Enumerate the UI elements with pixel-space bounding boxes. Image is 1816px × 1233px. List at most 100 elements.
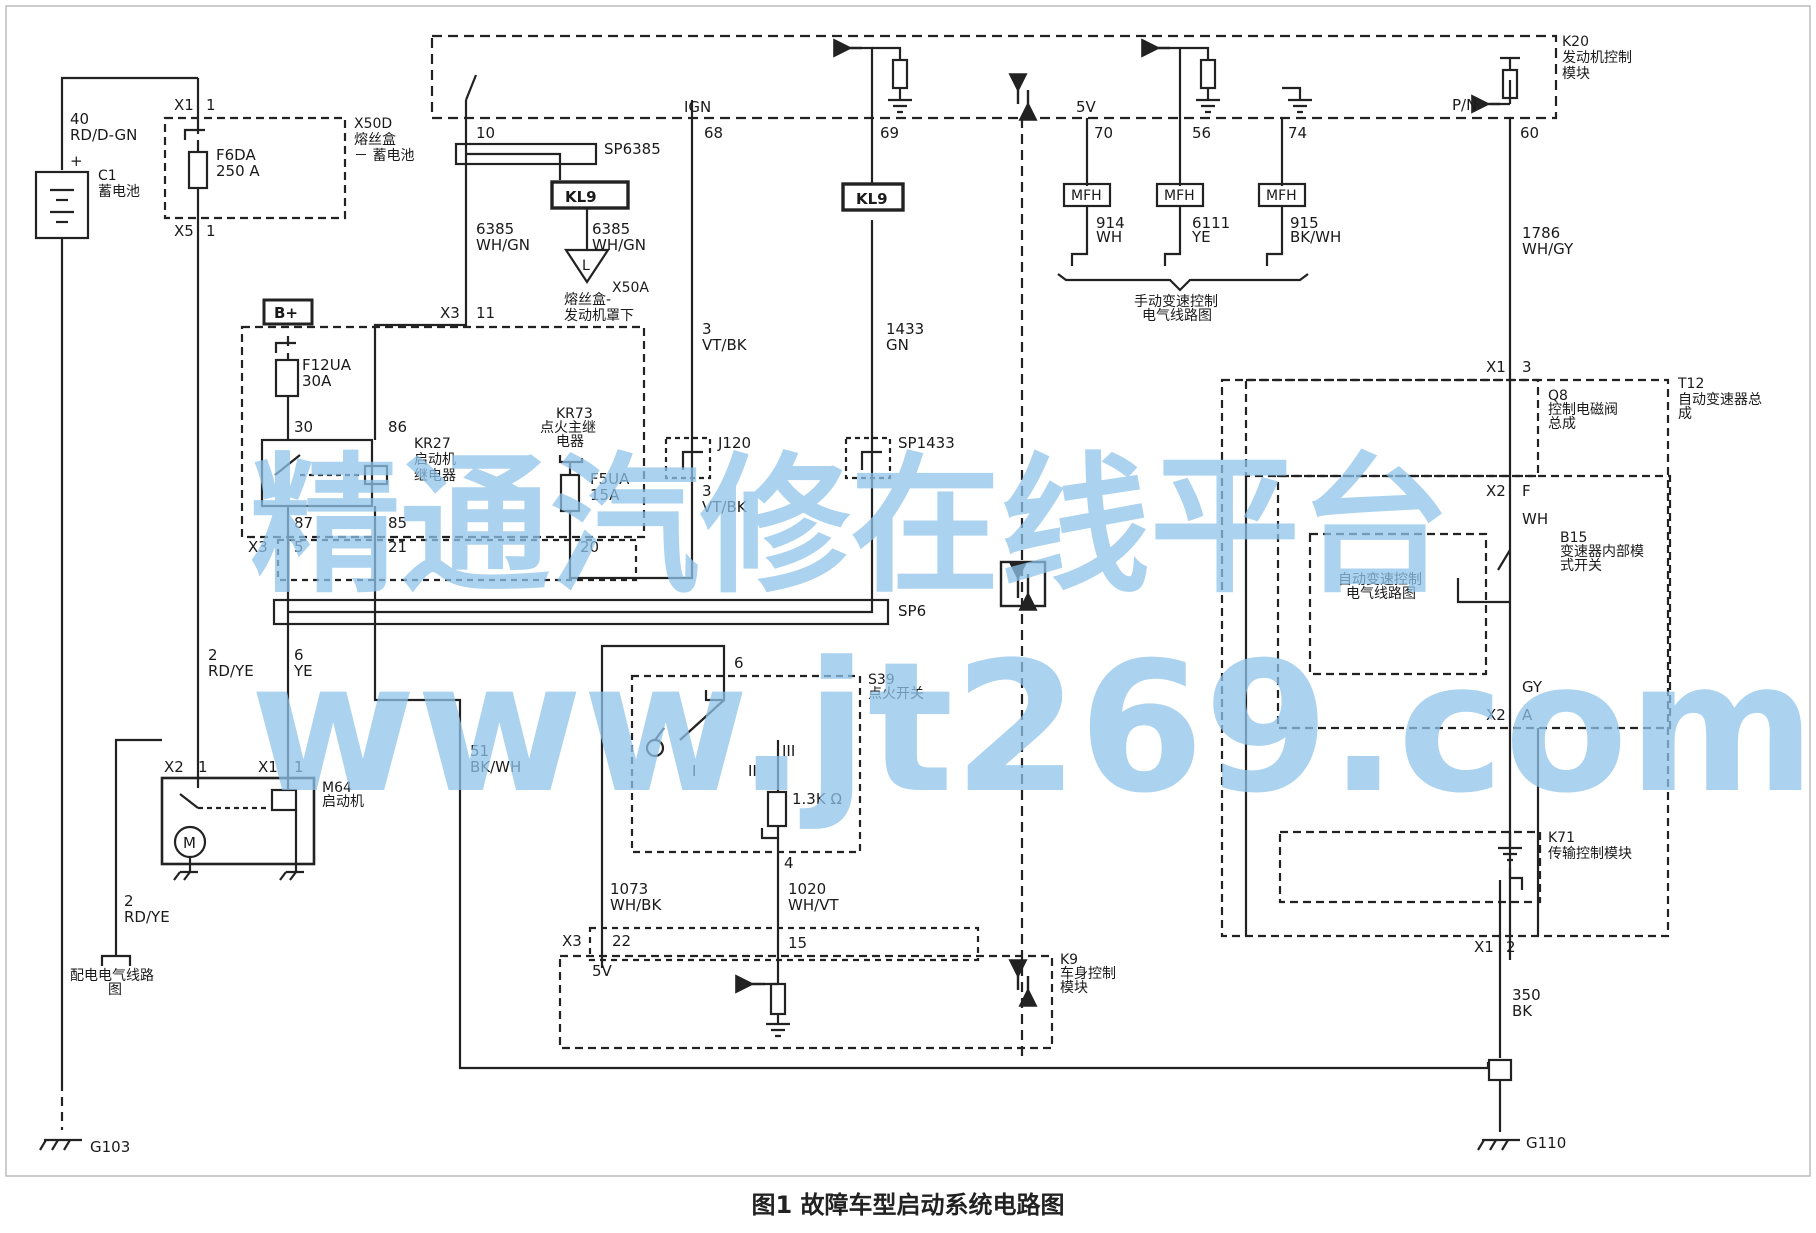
wire-1433-color: GN <box>886 336 909 354</box>
pin-22: 22 <box>612 932 631 950</box>
q8-desc1: 控制电磁阀 <box>1548 402 1618 418</box>
x3b-pin21: 21 <box>388 538 407 556</box>
kr27-label: KR27 <box>414 436 451 452</box>
label-layer: 40 RD/D-GN + C1 蓄电池 X1 1 F6DA 250 A X50D… <box>70 34 1762 1156</box>
b15-label: B15 <box>1560 530 1587 546</box>
wire-3b-color: VT/BK <box>702 498 748 516</box>
wire-6385b-num: 6385 <box>592 220 630 238</box>
x5-label: X5 <box>174 222 194 240</box>
x1a-pin: 1 <box>206 96 216 114</box>
x3a-pin: 11 <box>476 304 495 322</box>
wire-6-color: YE <box>293 662 313 680</box>
f5ua-label: F5UA <box>590 470 630 488</box>
x1b-label: X1 <box>1486 358 1506 376</box>
f12ua-label: F12UA <box>302 356 352 374</box>
mfh3-label: MFH <box>1266 188 1297 204</box>
k71-label: K71 <box>1548 830 1575 846</box>
wire-6111-num: 6111 <box>1192 214 1230 232</box>
wire-3a-color: VT/BK <box>702 336 748 354</box>
pos-ii: II <box>748 762 757 780</box>
pin-69: 69 <box>880 124 899 142</box>
x50d-desc1: 熔丝盒 <box>354 131 396 148</box>
wire-6111-color: YE <box>1191 228 1211 246</box>
m64-label: M64 <box>322 780 352 796</box>
g103-label: G103 <box>90 1138 130 1156</box>
wire-914-num: 914 <box>1096 214 1125 232</box>
wire-1073-color: WH/BK <box>610 896 662 914</box>
manual-desc1: 手动变速控制 <box>1134 294 1218 310</box>
auto-desc2: 电气线路图 <box>1346 586 1416 602</box>
pin-74: 74 <box>1288 124 1307 142</box>
x2b-label: X2 <box>1486 706 1506 724</box>
kr73-desc1: 点火主继 <box>540 420 596 436</box>
c1-label: C1 <box>98 168 117 184</box>
sp6-label: SP6 <box>898 602 926 620</box>
wire-51-num: 51 <box>470 742 489 760</box>
wire-6385a-color: WH/GN <box>476 236 530 254</box>
pin-56: 56 <box>1192 124 1211 142</box>
x1d-label: X1 <box>258 758 278 776</box>
arrow-layer <box>735 38 1500 1007</box>
x1c-label: X1 <box>1474 938 1494 956</box>
x50a-desc2: 发动机罩下 <box>564 308 634 324</box>
q8-label: Q8 <box>1548 388 1568 404</box>
wire-915-color: BK/WH <box>1290 228 1341 246</box>
figure-caption: 图1 故障车型启动系统电路图 <box>751 1191 1064 1219</box>
kr73-label: KR73 <box>556 406 593 422</box>
plus-sign: + <box>70 152 83 170</box>
wire-1020-num: 1020 <box>788 880 826 898</box>
b15-desc1: 变速器内部模 <box>1560 544 1644 560</box>
pin-85: 85 <box>388 514 407 532</box>
manual-desc2: 电气线路图 <box>1142 308 1212 324</box>
wire-40-color: RD/D-GN <box>70 126 137 144</box>
pin-68: 68 <box>704 124 723 142</box>
motor-m: M <box>183 834 196 852</box>
x50a-label: X50A <box>612 280 649 296</box>
q8-desc2: 总成 <box>1548 416 1576 432</box>
k20-desc1: 发动机控制 <box>1562 50 1632 66</box>
watermark-line1: 精通汽修在线平台 <box>250 440 1450 614</box>
x3b-label: X3 <box>248 538 268 556</box>
kl9a-label: KL9 <box>565 188 597 206</box>
bplus-label: B+ <box>274 304 298 322</box>
l-label: L <box>582 258 590 274</box>
wire-3a-num: 3 <box>702 320 712 338</box>
kr27-desc2: 继电器 <box>414 468 456 484</box>
pos-iii: III <box>782 742 795 760</box>
f6da-amp: 250 A <box>216 162 260 180</box>
x2b-pin: A <box>1522 706 1533 724</box>
pin-6: 6 <box>734 654 744 672</box>
wire-350-num: 350 <box>1512 986 1541 1004</box>
s39-label: S39 <box>868 672 895 688</box>
t12-desc2: 成 <box>1678 406 1692 422</box>
kr73-desc2: 电器 <box>556 434 584 450</box>
wh-label: WH <box>1522 510 1548 528</box>
wire-layer <box>5 5 1811 1177</box>
pos-i: I <box>692 762 696 780</box>
x2c-label: X2 <box>164 758 184 776</box>
k20-label: K20 <box>1562 34 1589 50</box>
ign-label: IGN <box>684 98 711 116</box>
pin-4: 4 <box>784 854 794 872</box>
x1a-label: X1 <box>174 96 194 114</box>
pin-30: 30 <box>294 418 313 436</box>
watermark-line2: www.jt269.com <box>250 624 1816 833</box>
dist-desc2: 图 <box>108 982 122 998</box>
wire-350-color: BK <box>1512 1002 1533 1020</box>
x5-pin: 1 <box>206 222 216 240</box>
wire-914-color: WH <box>1096 228 1122 246</box>
pin-87: 87 <box>294 514 313 532</box>
f12ua-amp: 30A <box>302 372 332 390</box>
x3a-label: X3 <box>440 304 460 322</box>
dist-desc1: 配电电气线路 <box>70 968 154 984</box>
pin-70: 70 <box>1094 124 1113 142</box>
x1c-pin: 2 <box>1506 938 1516 956</box>
wire-6385b-color: WH/GN <box>592 236 646 254</box>
x50d-desc2: － 蓄电池 <box>354 148 414 164</box>
x3c-label: X3 <box>562 932 582 950</box>
sp6385-label: SP6385 <box>604 140 661 158</box>
wire-1786-num: 1786 <box>1522 224 1560 242</box>
wire-1073-num: 1073 <box>610 880 648 898</box>
mfh1-label: MFH <box>1071 188 1102 204</box>
x2a-pin: F <box>1522 482 1531 500</box>
